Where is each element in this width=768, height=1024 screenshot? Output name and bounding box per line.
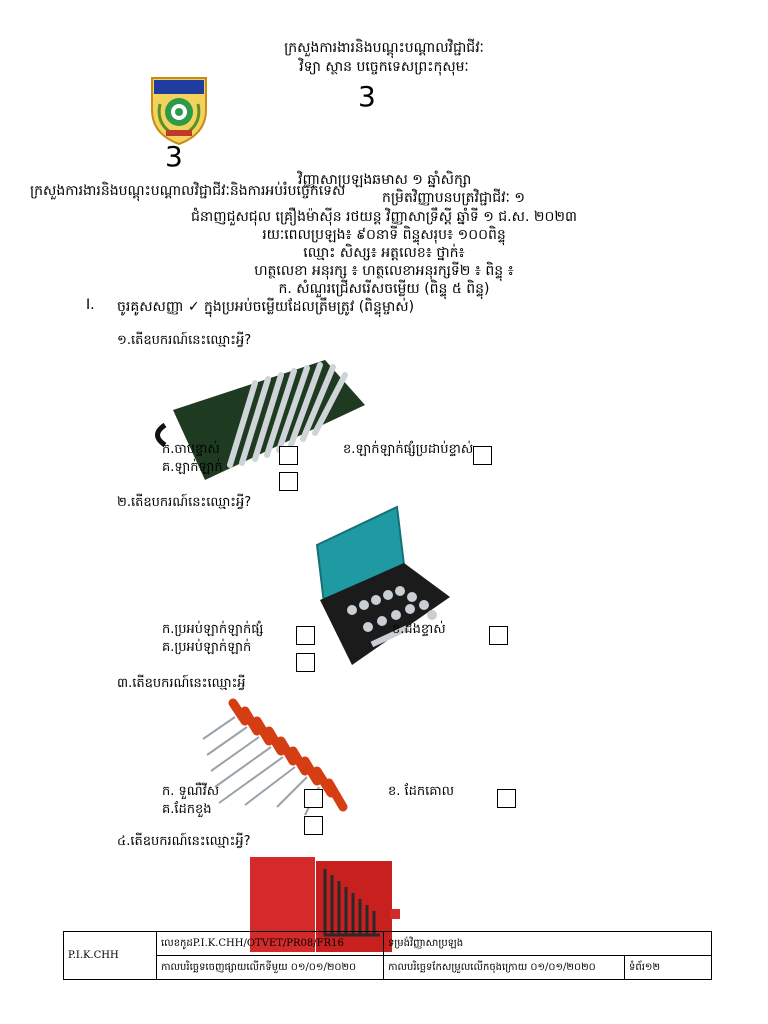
q2-checkbox-c[interactable]: [296, 653, 315, 672]
institute-logo: [148, 74, 210, 146]
spanner-set-image: [145, 355, 370, 494]
institute-line-1: ក្រសួងការងារនិងបណ្តុះបណ្តាលវិជ្ជាជីវៈ: [284, 40, 484, 56]
q2-option-a: ក.ប្រអប់ឡាក់ឡាក់ផ្សំ: [162, 622, 264, 637]
footer-issue-date: កាលបរិច្ឆេទចេញផ្សាយលើកទីមួយ ០១/០១/២០២០: [156, 955, 384, 980]
q3-option-b: ខ. ដែកគោល: [388, 784, 455, 799]
exam-line-c: កម្រិតវិញ្ញាបនបត្រវិជ្ជាជីវៈ ១: [382, 190, 525, 206]
exam-line-h: ក. សំណួរជ្រើសរើសចម្លើយ (ពិន្ទុ ៥ ពិន្ទុ): [278, 281, 490, 297]
q1-option-c: គ.ឡាក់ឡាក់: [162, 460, 223, 475]
q2-checkbox-b[interactable]: [489, 626, 508, 645]
question-1: ១.តើឧបករណ៍នេះឈ្មោះអ្វី?: [117, 333, 252, 348]
question-4: ៤.តើឧបករណ៍នេះឈ្មោះអ្វី?: [117, 834, 251, 849]
footer-revision-date: កាលបរិច្ឆេទកែសម្រួលលើកចុងក្រោយ ០១/០១/២០២…: [382, 955, 626, 980]
q3-checkbox-c[interactable]: [304, 816, 323, 835]
question-2: ២.តើឧបករណ៍នេះឈ្មោះអ្វី?: [117, 495, 252, 510]
exam-line-a: វិញ្ញាសាប្រឡងឆមាស ១ ឆ្នាំសិក្សា: [298, 172, 472, 188]
exam-line-d: ជំនាញជួសជុល គ្រឿងម៉ាស៊ីន រថយន្ត វិញ្ញាសា…: [191, 209, 577, 225]
exam-line-b: ក្រសួងការងារនិងបណ្តុះបណ្តាលវិជ្ជាជីវៈនិង…: [30, 183, 346, 199]
footer-title: ទម្រង់វិញ្ញាសាប្រឡង: [382, 931, 713, 956]
institute-line-2: វិទ្យា ស្ថាន បច្ចេកទេសព្រះកុសុមៈ: [299, 59, 469, 75]
q2-checkbox-a[interactable]: [296, 626, 315, 645]
footer-page: ទំព័រ១២: [624, 955, 712, 980]
section-roman: I.: [86, 297, 95, 313]
q3-option-a: ក. ទួណឺវីស: [162, 784, 220, 799]
q1-option-b: ខ.ឡាក់ឡាក់ផ្សំប្រដាប់ខ្ទាស់: [343, 442, 474, 457]
q1-option-a: ក.ចាបខ្ទាស់: [162, 442, 220, 457]
q3-checkbox-b[interactable]: [497, 789, 516, 808]
q1-checkbox-c[interactable]: [279, 472, 298, 491]
document-footer-table: P.I.K.CHH លេខកូដP.I.K.CHH/OTVET/PR08/FR1…: [63, 931, 713, 980]
q1-checkbox-a[interactable]: [279, 446, 298, 465]
q2-option-c: គ.ប្រអប់ឡាក់ឡាក់: [162, 640, 252, 655]
exam-line-e: រយៈពេលប្រឡង៖ ៩០នាទី ពិន្ទុសរុប៖ ១០០ពិន្ទ…: [262, 227, 506, 243]
number-a: 3: [358, 80, 376, 113]
q3-checkbox-a[interactable]: [304, 789, 323, 808]
socket-set-image: [312, 505, 454, 671]
section-instruction: ចូរគូសសញ្ញា ✓ ក្នុងប្រអប់ចម្លើយដែលត្រឹមត…: [117, 299, 415, 315]
q1-checkbox-b[interactable]: [473, 446, 492, 465]
q2-option-b: ខ.ដងខ្ទាស់: [392, 622, 446, 637]
question-3: ៣.តើឧបករណ៍នេះឈ្មោះអ្វី: [117, 676, 246, 691]
exam-line-f: ឈ្មោះ សិស្ស៖ អត្តលេខ៖ ថ្នាក់៖: [303, 245, 465, 261]
exam-line-g: ហត្ថលេខា អនុរក្ស ៖ ហត្ថលេខាអនុរក្សទី២ ៖ …: [254, 263, 514, 279]
number-b: 3: [165, 140, 183, 173]
footer-code: លេខកូដP.I.K.CHH/OTVET/PR08/FR16: [156, 931, 384, 956]
q3-option-c: គ.ដែកខួង: [162, 802, 212, 817]
footer-org: P.I.K.CHH: [63, 931, 157, 980]
screwdriver-set-image: [185, 697, 350, 826]
